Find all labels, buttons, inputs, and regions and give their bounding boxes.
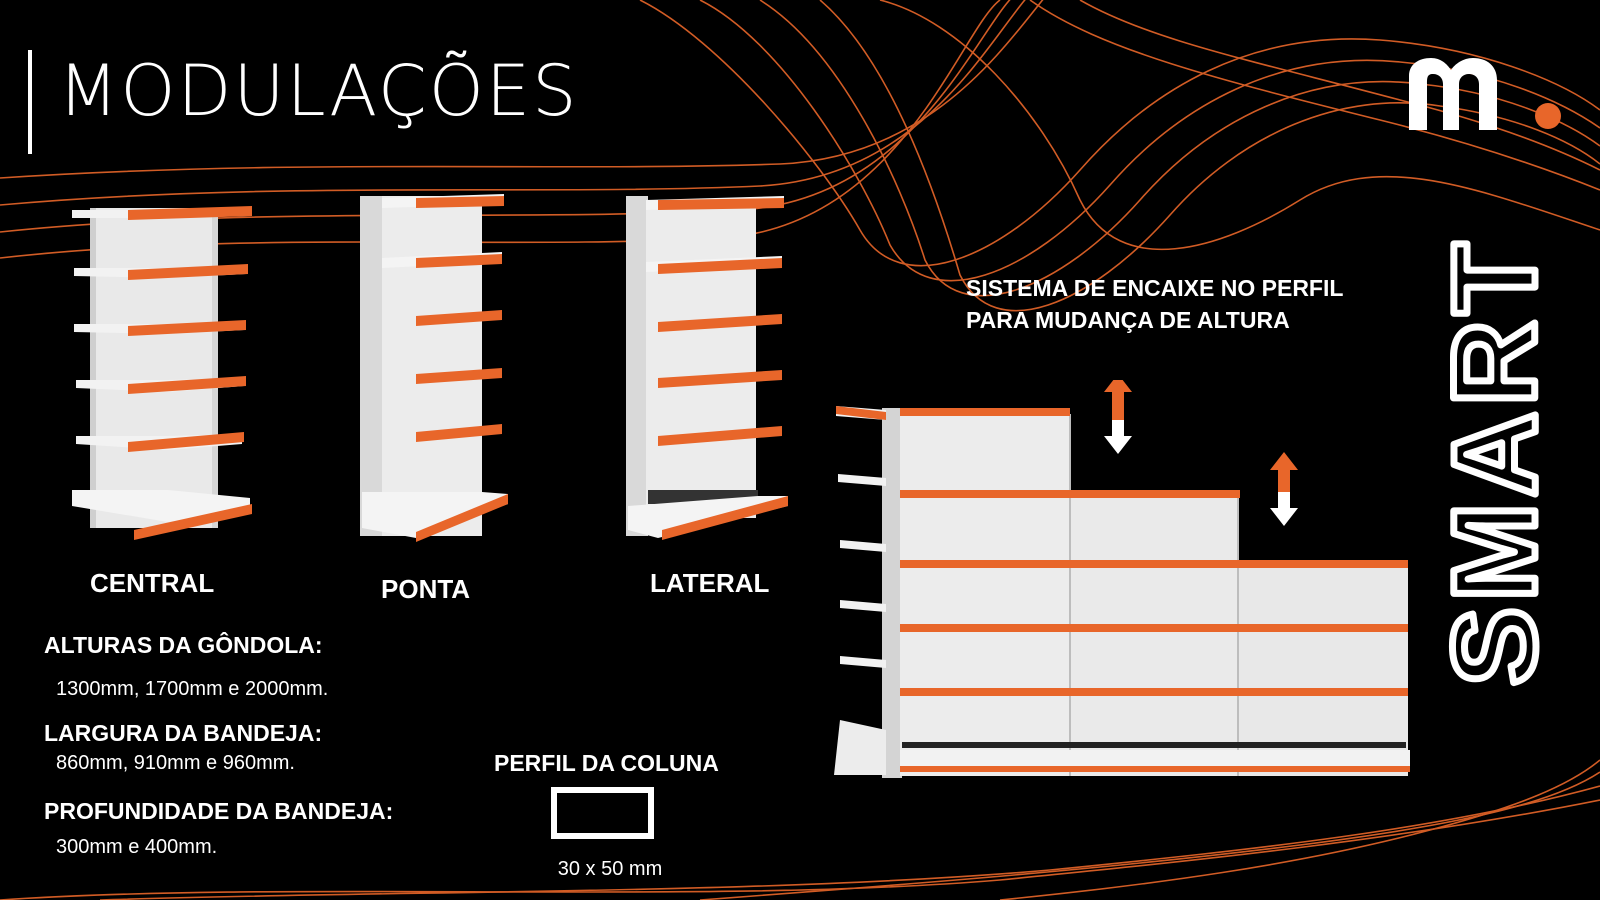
lateral-shelf-illustration [626, 196, 788, 540]
spec-heading-tray-depth: PROFUNDIDADE DA BANDEJA: [44, 798, 394, 824]
spec-heading-heights: ALTURAS DA GÔNDOLA: [44, 632, 323, 658]
label-ponta: PONTA [381, 574, 471, 604]
gondola-assembly-illustration [834, 380, 1410, 778]
ponta-shelf-illustration [360, 194, 508, 542]
label-central: CENTRAL [90, 568, 215, 598]
column-profile-shape [551, 787, 654, 839]
annotation-line-1: SISTEMA DE ENCAIXE NO PERFIL [966, 275, 1344, 301]
smart-word: SMART [1447, 236, 1557, 686]
annotation-line-2: PARA MUDANÇA DE ALTURA [966, 307, 1290, 333]
spec-value-tray-depth: 300mm e 400mm. [56, 836, 218, 858]
label-lateral: LATERAL [650, 568, 770, 598]
spec-value-tray-width: 860mm, 910mm e 960mm. [56, 752, 295, 774]
title-accent-bar [28, 50, 32, 154]
vertical-brand-word: SMART [1447, 233, 1557, 688]
page-title: MODULAÇÕES [58, 50, 579, 132]
column-profile-heading: PERFIL DA COLUNA [494, 750, 719, 776]
spec-heading-tray-width: LARGURA DA BANDEJA: [44, 720, 323, 746]
column-profile-dimensions: 30 x 50 mm [557, 858, 663, 880]
brand-logo-icon [1409, 58, 1561, 130]
central-shelf-illustration [72, 206, 252, 540]
height-adjust-annotation: SISTEMA DE ENCAIXE NO PERFIL PARA MUDANÇ… [966, 272, 1343, 336]
spec-value-heights: 1300mm, 1700mm e 2000mm. [56, 678, 329, 700]
